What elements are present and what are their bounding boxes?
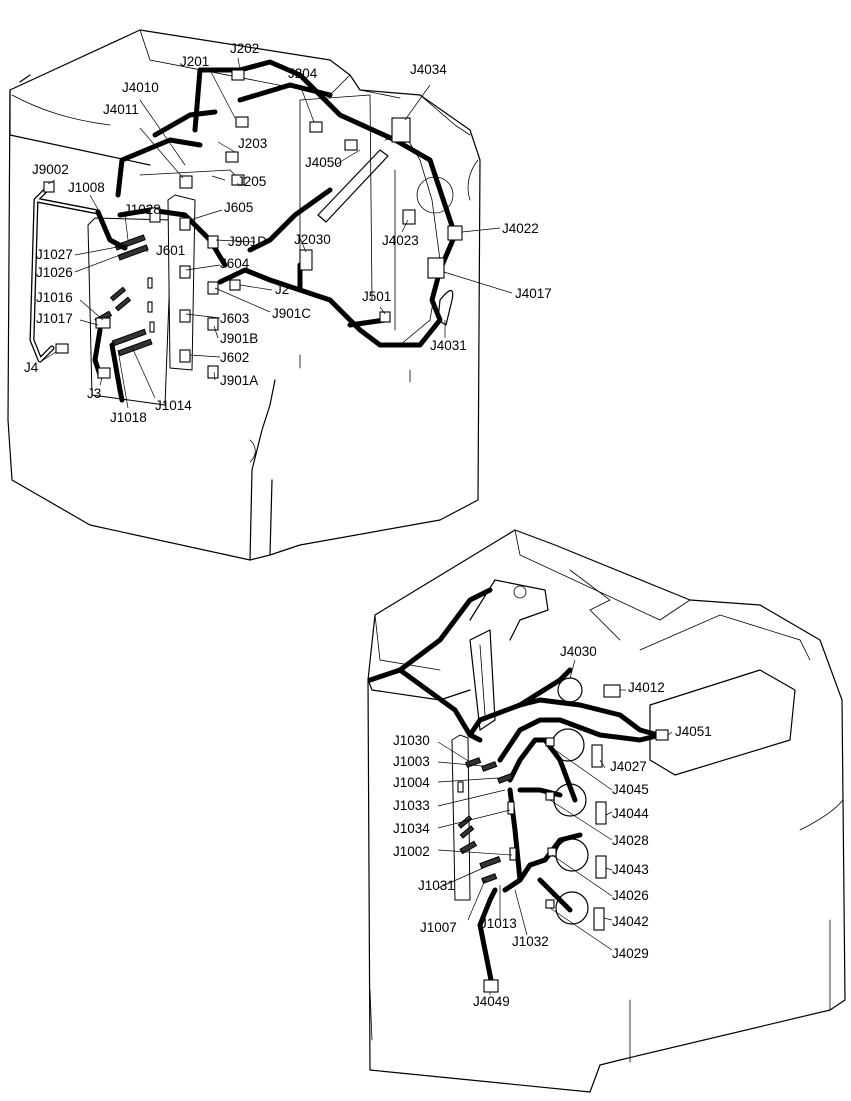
label-J2: J2 [275,282,289,297]
motor-3 [547,838,607,879]
label-J201: J201 [180,54,209,69]
label-J1034: J1034 [393,821,430,836]
motor-4 [545,891,605,931]
label-J1016: J1016 [36,290,73,305]
label-J205: J205 [237,174,266,189]
label-J2030: J2030 [294,232,331,247]
label-J4017: J4017 [515,286,552,301]
label-J603: J603 [220,311,249,326]
label-J501: J501 [362,289,391,304]
label-J1002: J1002 [393,844,430,859]
label-J4050: J4050 [305,155,342,170]
label-J4044: J4044 [612,806,649,821]
label-J4034: J4034 [410,62,447,77]
label-J4051: J4051 [675,724,712,739]
label-J604: J604 [220,256,250,271]
label-J202: J202 [230,41,259,56]
label-J901A: J901A [220,373,258,388]
label-J1004: J1004 [393,775,430,790]
label-J602: J602 [220,350,249,365]
label-J1027: J1027 [36,247,73,262]
top-printer-view: J202 J201 J204 J4034 J4010 J4011 J203 J4… [7,29,552,561]
label-J4028: J4028 [612,833,649,848]
bottom-printer-view: J4030 J4012 J4051 J1030 J4027 J1003 J100… [367,529,846,1093]
label-J4029: J4029 [612,946,649,961]
label-J3: J3 [87,386,101,401]
label-J9002: J9002 [32,162,69,177]
motor-2 [545,783,607,825]
label-J4012: J4012 [628,680,665,695]
label-J901C: J901C [272,306,311,321]
label-J1026: J1026 [36,265,73,280]
label-J4030: J4030 [560,644,597,659]
label-J1033: J1033 [393,798,430,813]
label-J4027: J4027 [610,759,647,774]
label-J203: J203 [238,136,267,151]
label-J4010: J4010 [122,80,159,95]
label-J1017: J1017 [36,311,73,326]
label-J601: J601 [156,243,185,258]
label-J4022: J4022 [502,221,539,236]
label-J4: J4 [24,360,39,375]
label-J1028: J1028 [124,202,161,217]
label-J4011: J4011 [103,102,139,117]
label-J1032: J1032 [512,934,549,949]
label-J4045: J4045 [612,782,649,797]
label-J4031: J4031 [430,338,467,353]
label-J4042: J4042 [612,914,649,929]
motor-1 [545,728,603,768]
label-J4023: J4023 [382,233,419,248]
label-J1003: J1003 [393,754,430,769]
label-J4049: J4049 [473,994,510,1009]
label-J4026: J4026 [612,888,649,903]
label-J901B: J901B [220,331,258,346]
label-J1018: J1018 [110,410,147,425]
label-J1030: J1030 [393,733,430,748]
label-J1013: J1013 [480,916,517,931]
label-J1014: J1014 [155,398,192,413]
label-J4043: J4043 [612,862,649,877]
label-J1007: J1007 [420,920,457,935]
label-J1008: J1008 [68,180,105,195]
label-J1031: J1031 [418,878,455,893]
label-J605: J605 [224,200,253,215]
label-J901D: J901D [228,234,267,249]
label-J204: J204 [288,66,318,81]
